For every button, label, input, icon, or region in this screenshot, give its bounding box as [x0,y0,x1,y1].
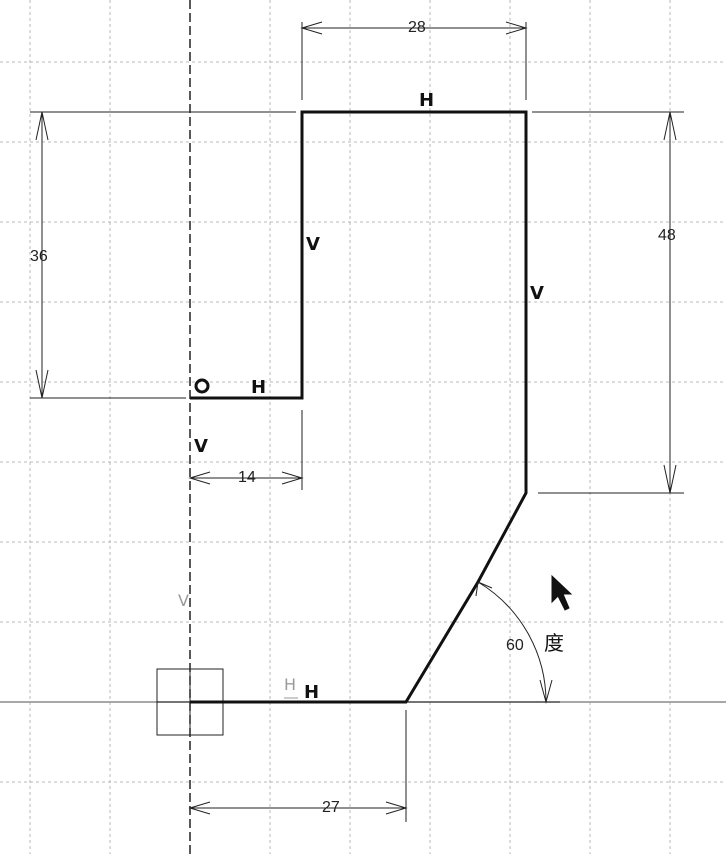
constraint-bottom-horizontal[interactable]: H [304,682,319,703]
dimension-28[interactable] [300,21,528,100]
dimension-36[interactable] [30,111,296,399]
mouse-pointer-icon [551,574,573,611]
dimension-36-value: 36 [30,248,48,265]
angle-value: 60 [506,637,524,654]
sketch-profile[interactable] [190,110,528,704]
angle-dimension-60[interactable] [406,581,560,704]
dimension-48[interactable] [532,111,684,494]
dimension-27[interactable] [188,710,408,822]
constraint-left-vertical[interactable]: V [306,234,320,255]
ghost-constraint-vertical: V [178,591,189,610]
dimension-28-value: 28 [408,19,426,36]
constraint-top-horizontal[interactable]: H [419,90,434,111]
constraint-step-horizontal[interactable]: H [251,377,266,398]
dimension-27-value: 27 [322,799,340,816]
dimension-14-value: 14 [238,469,256,486]
constraint-right-vertical[interactable]: V [530,283,544,304]
constraint-axis-vertical[interactable]: V [194,436,208,457]
circle-constraint-icon[interactable] [194,378,210,394]
dimension-14[interactable] [188,410,304,490]
dimension-48-value: 48 [658,227,676,244]
angle-unit: 度 [544,631,564,655]
ghost-constraint-horizontal: H [284,675,296,694]
